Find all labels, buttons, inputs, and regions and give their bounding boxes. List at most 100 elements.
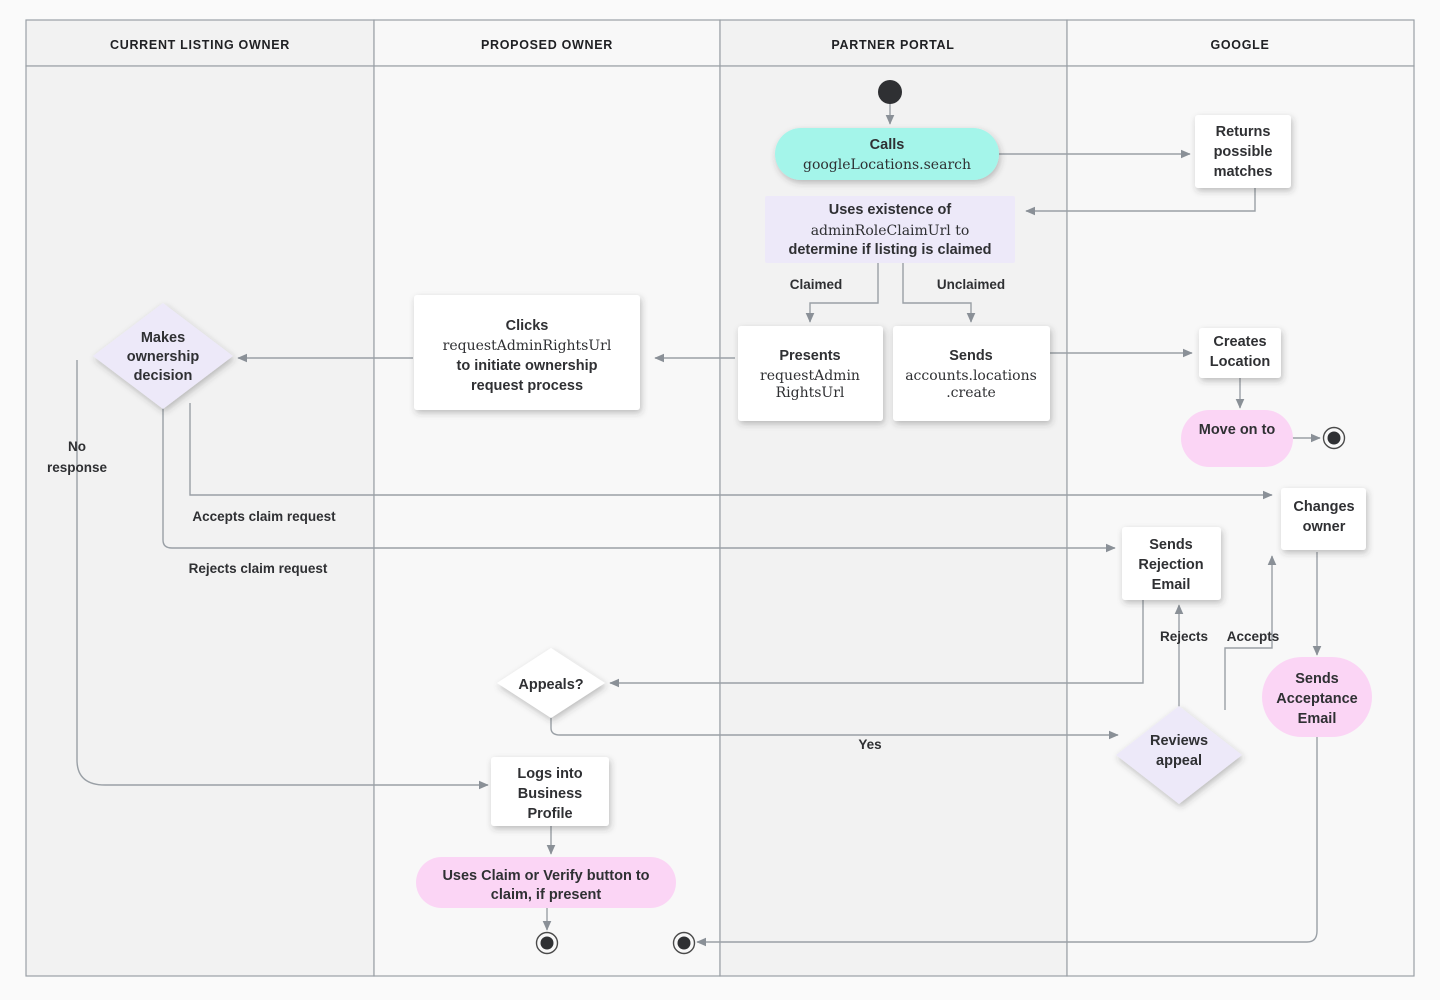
- node-uses-claim-or-verify-button[interactable]: Uses Claim or Verify button to claim, if…: [416, 857, 676, 908]
- node-creates-location[interactable]: Creates Location: [1199, 328, 1281, 378]
- uses-claim-line-2: claim, if present: [491, 887, 602, 903]
- logs-into-line-2: Business: [518, 786, 582, 802]
- edge-label-accepts-claim-request: Accepts claim request: [192, 509, 336, 524]
- logs-into-shape: [491, 757, 609, 826]
- node-logs-into-business-profile[interactable]: Logs into Business Profile: [491, 757, 609, 826]
- uses-claim-line-1: Uses Claim or Verify button to: [442, 868, 649, 884]
- sends-rejection-line-2: Rejection: [1138, 557, 1203, 573]
- lane-header-current-listing-owner: [25, 19, 375, 67]
- end-node-partner-dot: [677, 936, 691, 950]
- edge-label-yes: Yes: [858, 737, 881, 752]
- appeals-label: Appeals?: [518, 677, 583, 693]
- reviews-appeal-line-2: appeal: [1156, 753, 1202, 769]
- makes-decision-shape: [93, 303, 233, 409]
- node-changes-owner[interactable]: Changes owner: [1281, 488, 1366, 550]
- sends-acceptance-shape: [1262, 657, 1372, 737]
- edge-returns-to-uses: [1025, 188, 1256, 216]
- node-uses-existence-admin-role-claim-url[interactable]: Uses existence of adminRoleClaimUrl to d…: [765, 196, 1015, 263]
- edge-label-claimed: Claimed: [790, 277, 843, 292]
- logs-into-line-3: Profile: [527, 806, 572, 822]
- calls-search-shape: [775, 128, 999, 180]
- creates-location-line-2: Location: [1210, 354, 1270, 370]
- connectors: [76, 103, 1322, 947]
- edge-label-rejects-claim-request: Rejects claim request: [189, 561, 328, 576]
- move-on-to-shape: [1181, 410, 1293, 467]
- lane-body-current-listing-owner: [25, 65, 375, 977]
- start-node-dot: [878, 80, 902, 104]
- node-sends-acceptance-email[interactable]: Sends Acceptance Email: [1262, 657, 1372, 737]
- edge-accepts-claim-to-changes-owner: [189, 403, 1273, 500]
- clicks-request-line-4: request process: [471, 378, 583, 394]
- node-clicks-request-admin-rights-url[interactable]: Clicks requestAdminRightsUrl to initiate…: [414, 295, 640, 410]
- node-end-google[interactable]: [1322, 426, 1346, 450]
- node-sends-accounts-locations-create[interactable]: Sends accounts.locations .create: [893, 326, 1050, 421]
- edge-labels: Claimed Unclaimed No response Accepts cl…: [47, 277, 1279, 752]
- edge-label-accepts: Accepts: [1227, 629, 1280, 644]
- node-calls-google-locations-search[interactable]: Calls googleLocations.search: [775, 128, 999, 180]
- sends-create-line-1: Sends: [949, 348, 993, 364]
- lane-label-current-listing-owner: CURRENT LISTING OWNER: [110, 38, 290, 52]
- presents-url-line-3: RightsUrl: [776, 385, 845, 401]
- lane-body-proposed-owner: [373, 65, 721, 977]
- uses-existence-shape: [765, 196, 1015, 263]
- node-reviews-appeal[interactable]: Reviews appeal: [1116, 706, 1242, 804]
- changes-owner-shape: [1281, 488, 1366, 550]
- appeals-shape: [497, 648, 605, 718]
- lane-header-partner-portal: [719, 19, 1068, 67]
- clicks-request-shape: [414, 295, 640, 410]
- node-presents-request-admin-rights-url[interactable]: Presents requestAdmin RightsUrl: [738, 326, 883, 421]
- node-end-proposed-owner[interactable]: [535, 931, 559, 955]
- node-end-partner-portal[interactable]: [672, 931, 696, 955]
- sends-create-line-2: accounts.locations: [905, 368, 1037, 384]
- edge-reviews-appeal-accepts: [1224, 555, 1277, 710]
- creates-location-shape: [1199, 328, 1281, 378]
- node-sends-rejection-email[interactable]: Sends Rejection Email: [1122, 527, 1221, 600]
- edge-rejection-email-to-appeals: [609, 600, 1144, 688]
- calls-search-line-1: Calls: [870, 137, 905, 153]
- end-node-proposed-dot: [540, 936, 554, 950]
- uses-existence-line-3: determine if listing is claimed: [788, 242, 991, 258]
- sends-acceptance-line-2: Acceptance: [1276, 691, 1357, 707]
- lane-label-proposed-owner: PROPOSED OWNER: [481, 38, 613, 52]
- edge-rejects-claim-to-rejection-email: [162, 390, 1116, 553]
- reviews-appeal-shape: [1116, 706, 1242, 804]
- move-on-to-label: Move on to: [1199, 422, 1276, 438]
- clicks-request-line-3: to initiate ownership: [457, 358, 598, 374]
- sends-acceptance-line-3: Email: [1298, 711, 1337, 727]
- returns-matches-line-3: matches: [1214, 164, 1273, 180]
- lane-label-partner-portal: PARTNER PORTAL: [831, 38, 954, 52]
- lane-header-proposed-owner: [373, 19, 721, 67]
- edge-appeals-yes-to-reviews-appeal: [550, 712, 1119, 740]
- node-returns-possible-matches[interactable]: Returns possible matches: [1195, 115, 1291, 188]
- sends-create-line-3: .create: [946, 385, 996, 401]
- makes-decision-line-3: decision: [134, 368, 193, 384]
- lane-label-google: GOOGLE: [1210, 38, 1269, 52]
- end-node-proposed-ring: [535, 931, 559, 955]
- changes-owner-line-1: Changes: [1293, 499, 1354, 515]
- node-appeals[interactable]: Appeals?: [497, 648, 605, 718]
- sends-create-shape: [893, 326, 1050, 421]
- sends-rejection-shape: [1122, 527, 1221, 600]
- lane-header-google: [1066, 19, 1415, 67]
- edge-acceptance-email-to-end: [696, 737, 1318, 947]
- sends-acceptance-line-1: Sends: [1295, 671, 1339, 687]
- uses-claim-shape: [416, 857, 676, 908]
- node-makes-ownership-decision[interactable]: Makes ownership decision: [93, 303, 233, 409]
- edge-label-unclaimed: Unclaimed: [937, 277, 1005, 292]
- returns-matches-line-1: Returns: [1216, 124, 1271, 140]
- node-move-on-to[interactable]: Move on to: [1181, 410, 1293, 467]
- makes-decision-line-1: Makes: [141, 330, 185, 346]
- node-start[interactable]: [878, 80, 902, 104]
- edge-label-no-response-line1: No: [68, 439, 86, 454]
- presents-url-shape: [738, 326, 883, 421]
- returns-matches-shape: [1195, 115, 1291, 188]
- makes-decision-line-2: ownership: [127, 349, 200, 365]
- changes-owner-line-2: owner: [1303, 519, 1346, 535]
- end-node-google-ring: [1322, 426, 1346, 450]
- uses-existence-line-1: Uses existence of: [829, 202, 952, 218]
- uses-existence-line-2: adminRoleClaimUrl to: [811, 223, 970, 239]
- logs-into-line-1: Logs into: [517, 766, 582, 782]
- end-node-partner-ring: [672, 931, 696, 955]
